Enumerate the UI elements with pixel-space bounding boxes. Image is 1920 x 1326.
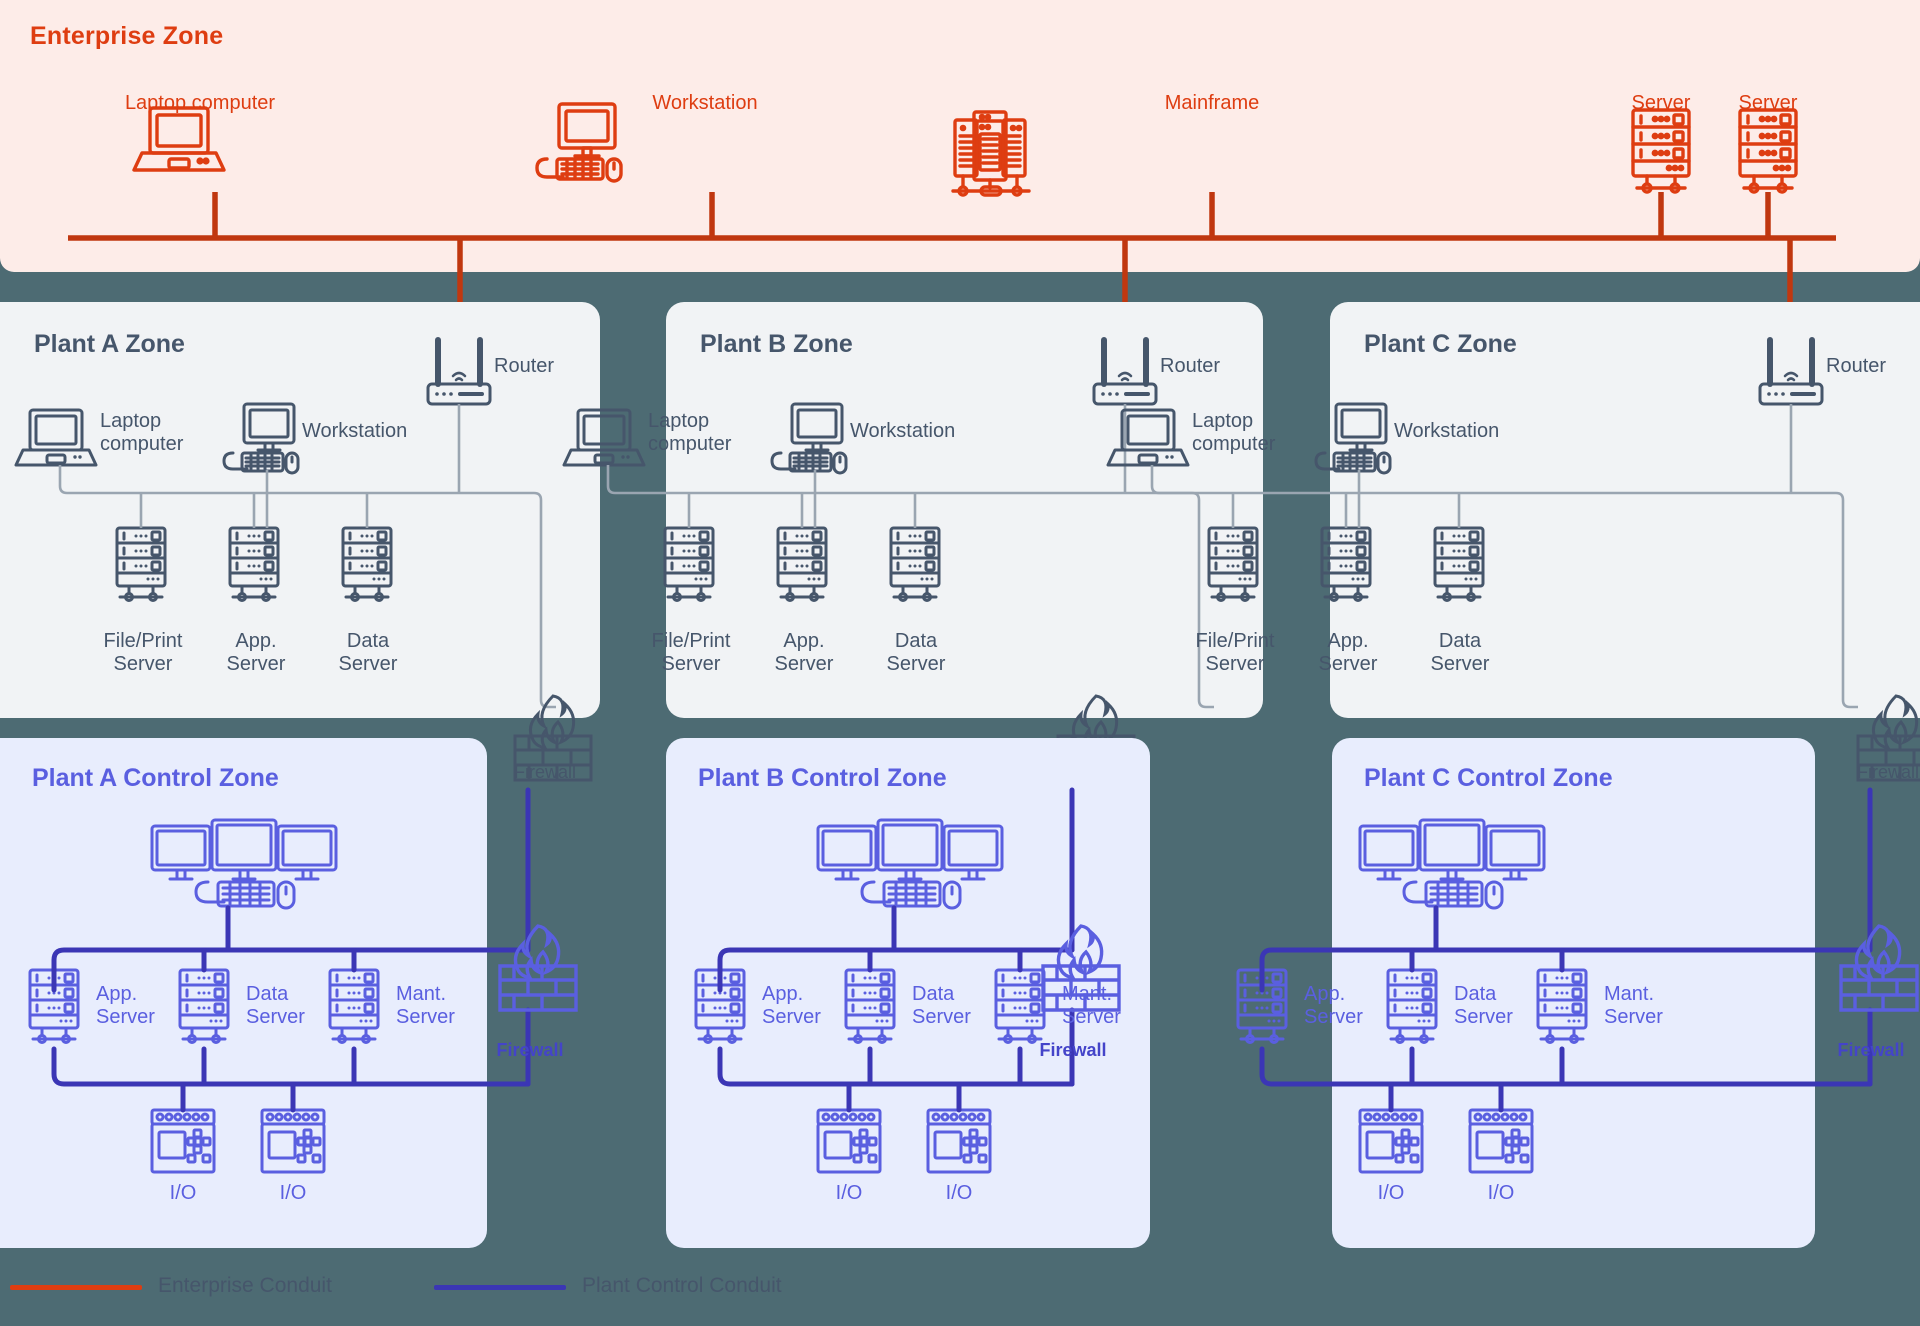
control-c-server-label-1: Data Server (1454, 983, 1513, 1028)
enterprise-node-label-laptop: Laptop computer (124, 92, 276, 114)
server-rack-icon (1738, 108, 1798, 194)
plant-c-zone-title: Plant C Zone (1364, 330, 1517, 358)
workstation-icon (535, 102, 623, 183)
operator-console-icon (150, 818, 338, 910)
server-rack-icon (328, 968, 380, 1044)
enterprise-node-label-server-1: Server (1631, 92, 1691, 114)
control-b-server-label-0: App. Server (762, 983, 821, 1028)
control-b-io-label-0: I/O (835, 1182, 863, 1204)
server-rack-icon (178, 968, 230, 1044)
control-c-io-label-1: I/O (1487, 1182, 1515, 1204)
plant-b-server-label-2: Data Server (886, 630, 946, 675)
plant-b-laptop-label: Laptop computer (648, 410, 732, 455)
plant-c-server-label-0: File/Print Server (1195, 630, 1275, 675)
plant-c-server-label-1: App. Server (1318, 630, 1378, 675)
control-a-firewall-label: Firewall (496, 1040, 564, 1060)
plant-a-lan-links (58, 404, 556, 709)
io-module-icon (1358, 1108, 1424, 1174)
enterprise-node-label-workstation: Workstation (652, 92, 758, 114)
plant-a-control-firewall-icon (498, 924, 578, 1012)
plant-a-firewall-label: Firewall (513, 762, 576, 782)
plant-a-control-zone-panel: Plant A Control Zone (0, 738, 487, 1248)
plant-c-lan-links (1150, 404, 1858, 709)
legend-swatch-enterprise (10, 1285, 142, 1290)
control-b-firewall-label: Firewall (1039, 1040, 1107, 1060)
plant-a-server-label-1: App. Server (226, 630, 286, 675)
control-b-io-label-1: I/O (945, 1182, 973, 1204)
plant-b-router-label: Router (1160, 355, 1221, 377)
legend: Enterprise Conduit Plant Control Conduit (0, 1274, 1920, 1326)
plant-b-workstation-label: Workstation (850, 420, 956, 442)
io-module-icon (1468, 1108, 1534, 1174)
plant-b-server-label-1: App. Server (774, 630, 834, 675)
plant-b-control-zone-title: Plant B Control Zone (698, 764, 947, 792)
operator-console-icon (816, 818, 1004, 910)
plant-a-server-label-2: Data Server (338, 630, 398, 675)
control-a-server-label-2: Mant. Server (396, 983, 455, 1028)
control-a-io-label-0: I/O (169, 1182, 197, 1204)
enterprise-node-label-server-2: Server (1738, 92, 1798, 114)
plant-c-zone-panel: Plant C Zone (1330, 302, 1920, 718)
laptop-icon (132, 106, 226, 172)
plant-a-control-conduit (51, 787, 531, 1113)
plant-c-control-zone-title: Plant C Control Zone (1364, 764, 1613, 792)
enterprise-node-label-mainframe: Mainframe (1164, 92, 1260, 114)
plant-c-server-label-2: Data Server (1430, 630, 1490, 675)
plant-a-zone-panel: Plant A Zone (0, 302, 600, 718)
plant-c-control-conduit (1259, 787, 1873, 1113)
plant-c-laptop-label: Laptop computer (1192, 410, 1276, 455)
plant-c-workstation-label: Workstation (1394, 420, 1500, 442)
control-a-server-label-0: App. Server (96, 983, 155, 1028)
plant-a-control-zone-title: Plant A Control Zone (32, 764, 279, 792)
control-c-firewall-label: Firewall (1837, 1040, 1905, 1060)
control-c-io-label-0: I/O (1377, 1182, 1405, 1204)
enterprise-zone-title: Enterprise Zone (30, 22, 224, 50)
legend-label-enterprise: Enterprise Conduit (158, 1274, 332, 1297)
control-c-server-label-0: App. Server (1304, 983, 1363, 1028)
server-rack-icon (1631, 108, 1691, 194)
server-rack-icon (1386, 968, 1438, 1044)
io-module-icon (926, 1108, 992, 1174)
plant-a-server-label-0: File/Print Server (103, 630, 183, 675)
plant-c-firewall-label: Firewall (1856, 762, 1919, 782)
server-rack-icon (1536, 968, 1588, 1044)
control-b-server-label-1: Data Server (912, 983, 971, 1028)
plant-a-laptop-label: Laptop computer (100, 410, 184, 455)
control-a-server-label-1: Data Server (246, 983, 305, 1028)
plant-b-zone-title: Plant B Zone (700, 330, 853, 358)
legend-label-control: Plant Control Conduit (582, 1274, 782, 1297)
legend-swatch-control (434, 1285, 566, 1290)
plant-a-zone-title: Plant A Zone (34, 330, 185, 358)
operator-console-icon (1358, 818, 1546, 910)
plant-a-router-label: Router (494, 355, 555, 377)
control-b-server-label-2: Mant. Server (1062, 983, 1121, 1028)
plant-a-workstation-label: Workstation (302, 420, 408, 442)
server-rack-icon (994, 968, 1046, 1044)
mainframe-icon (951, 110, 1031, 197)
plant-c-control-firewall-icon (1839, 924, 1919, 1012)
plant-b-server-label-0: File/Print Server (651, 630, 731, 675)
plant-b-zone-panel: Plant B Zone (666, 302, 1263, 718)
io-module-icon (816, 1108, 882, 1174)
control-c-server-label-2: Mant. Server (1604, 983, 1663, 1028)
io-module-icon (150, 1108, 216, 1174)
control-a-io-label-1: I/O (279, 1182, 307, 1204)
plant-c-router-label: Router (1826, 355, 1887, 377)
server-rack-icon (844, 968, 896, 1044)
plant-b-control-conduit (717, 787, 1075, 1113)
io-module-icon (260, 1108, 326, 1174)
